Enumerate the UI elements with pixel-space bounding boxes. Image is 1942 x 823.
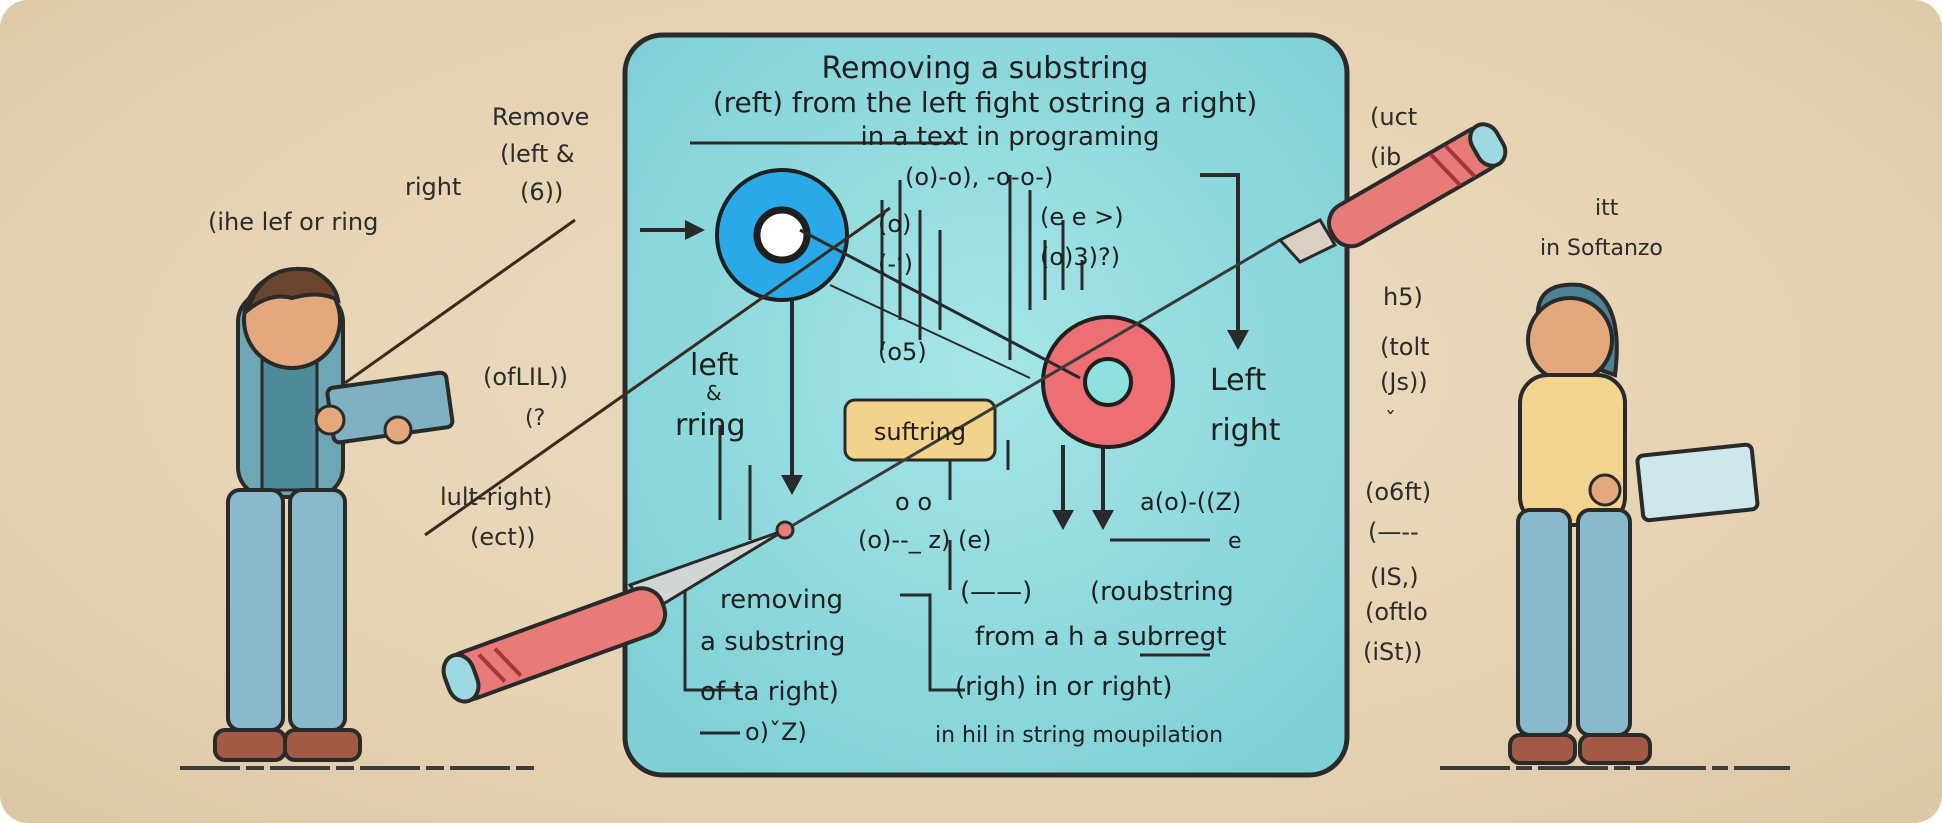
left-label-1: left <box>690 348 739 383</box>
substring-box <box>843 398 997 462</box>
vertical-lines <box>718 175 1084 590</box>
right-ist: (iSt)) <box>1363 638 1422 666</box>
left-remove-3: (6)) <box>520 178 563 206</box>
bottom-right-4: in hil in string moupilation <box>935 723 1223 748</box>
right-js: (Js)) <box>1380 368 1428 396</box>
bottom-left-2: a substring <box>700 627 845 657</box>
board-title-2: (reft) from the left fight ostring a rig… <box>713 86 1258 119</box>
left-remove-2: (left & <box>500 140 575 168</box>
bottom-right-3: (righ) in or right) <box>955 672 1173 702</box>
board-title-1: Removing a substring <box>822 51 1149 86</box>
pen <box>441 122 1508 704</box>
left-right-word: right <box>405 173 461 201</box>
right-h5: h5) <box>1383 283 1423 311</box>
right-in-soft: in Softanzo <box>1540 236 1663 261</box>
right-uct: (uct <box>1370 103 1417 131</box>
right-ofoft: (o6ft) <box>1365 478 1431 506</box>
bottom-left-1: removing <box>720 585 843 615</box>
arrow-head <box>781 475 803 495</box>
code-top-4: (e e >) <box>1040 203 1124 231</box>
arrow-head <box>685 220 705 240</box>
bottom-left-3: of ta right) <box>700 677 839 707</box>
left-remove-1: Remove <box>492 103 589 131</box>
left-label-2: & <box>706 381 722 405</box>
code-lower-3: a(o)-((Z) <box>1140 488 1241 516</box>
arrow-head <box>1092 510 1114 530</box>
bottom-left-4: o)ˇZ) <box>745 718 807 746</box>
code-lower-4: e <box>1228 529 1242 554</box>
code-top-5: (o)3)?) <box>1040 243 1120 271</box>
right-label-2: right <box>1210 413 1281 448</box>
arrow-head <box>1227 330 1249 350</box>
right-ib: (ib <box>1370 143 1401 171</box>
right-is: (IS,) <box>1370 563 1419 591</box>
pointer-stick <box>424 206 891 537</box>
code-top-3: (-‘) <box>878 250 913 278</box>
board-title-3: in a text in programing <box>861 122 1160 152</box>
bottom-right-1: (roubstring <box>1090 577 1234 607</box>
person-right <box>1508 282 1760 765</box>
person-left <box>213 218 576 762</box>
left-ring-line: (ihe lef or ring <box>208 208 378 236</box>
code-top-2: (o) <box>878 210 911 238</box>
code-top-1: (o)-o), -o-o-) <box>905 163 1053 191</box>
right-label-1: Left <box>1210 363 1267 398</box>
right-itt: itt <box>1595 196 1619 221</box>
left-small-paren: (? <box>525 406 545 431</box>
right-dash: (—-- <box>1368 518 1419 546</box>
substring-label: suftring <box>874 418 966 446</box>
left-ect: (ect)) <box>470 523 535 551</box>
code-lower-1: o o <box>895 488 932 516</box>
arrow-head <box>1052 510 1074 530</box>
left-lult-right: lult-right) <box>440 483 552 511</box>
right-tick: ˇ <box>1385 409 1396 434</box>
code-mid: (o5) <box>878 338 927 366</box>
right-tolt: (tolt <box>1380 333 1430 361</box>
bottom-right-2: from a h a subrregt <box>975 622 1226 652</box>
left-label-3: rring <box>675 408 746 443</box>
left-ofll: (ofLIL)) <box>483 363 568 391</box>
bottom-mid-1: (——) <box>960 577 1032 607</box>
code-lower-2: (o)--_ z) (e) <box>858 526 991 554</box>
right-oftlo: (oftlo <box>1365 598 1428 626</box>
